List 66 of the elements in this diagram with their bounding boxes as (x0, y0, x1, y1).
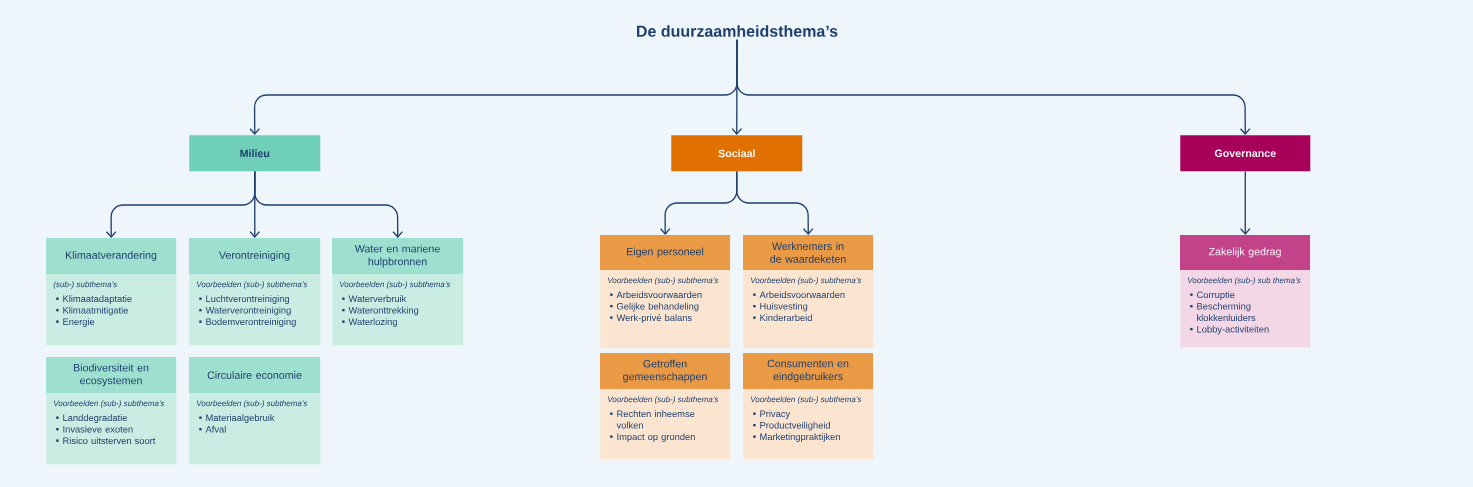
card-heading: Zakelijk gedrag (1180, 235, 1310, 270)
diagram-title: De duurzaamheidsthema’s (637, 25, 838, 37)
subtitle-text: Voorbeelden (sub-) subthema’s (53, 400, 165, 408)
list-item: Rechten inheemse volken (610, 410, 695, 429)
theme-card (743, 353, 874, 460)
list-item: Lobby-activiteiten (1190, 325, 1269, 335)
card-heading: Biodiversiteit en ecosystemen (46, 357, 176, 393)
theme-box: Governance (1180, 135, 1311, 172)
arrow (736, 39, 1251, 135)
theme-card (600, 235, 731, 349)
card-heading: Klimaatverandering (46, 238, 176, 274)
subtitle-text: Voorbeelden (sub-) subthema’s (339, 281, 451, 289)
subtitle-text: Voorbeelden (sub-) subthema’s (196, 281, 308, 289)
theme-card (332, 238, 464, 346)
arrow (1239, 170, 1251, 235)
list-item: Afval (199, 425, 226, 433)
list-item: Waterlozing (342, 318, 397, 327)
list-item: Energie (56, 318, 95, 327)
card-heading: Werknemers in de waardeketen (743, 235, 873, 270)
subtitle-text: Voorbeelden (sub-) subthema’s (750, 277, 862, 285)
list-item: Invasieve exoten (56, 425, 133, 433)
theme-card (189, 238, 321, 346)
subtitle-text: Voorbeelden (sub-) sub thema’s (1187, 277, 1301, 285)
list-item: Productveiligheid (753, 421, 830, 431)
theme-box: Milieu (189, 135, 321, 172)
theme-card (46, 357, 177, 465)
card-heading: Circulaire economie (189, 357, 320, 393)
card-heading: Verontreiniging (189, 238, 320, 274)
theme-card (600, 353, 731, 460)
list-item: Klimaatmitigatie (56, 306, 128, 316)
arrow (736, 170, 814, 235)
list-item: Klimaatadaptatie (56, 295, 132, 304)
list-item: Wateronttrekking (342, 306, 419, 316)
list-item: Arbeidsvoorwaarden (610, 291, 702, 299)
card-heading: Water en mariene hulpbronnen (332, 238, 463, 274)
theme-card (743, 235, 874, 349)
theme-card (46, 238, 177, 346)
subtitle-text: (sub-) subthema’s (53, 281, 117, 289)
list-item: Kinderarbeid (753, 314, 812, 322)
list-item: Impact op gronden (610, 433, 695, 442)
list-item: Waterverbruik (342, 295, 407, 303)
list-item: Luchtverontreiniging (199, 295, 289, 304)
list-item: Privacy (753, 410, 791, 419)
list-item: Marketingpraktijken (753, 433, 840, 442)
list-item: Werk-privé balans (610, 314, 692, 323)
list-item: Corruptie (1190, 291, 1235, 300)
arrow (254, 170, 404, 238)
subtitle-text: Voorbeelden (sub-) subthema’s (607, 396, 719, 404)
theme-box: Sociaal (671, 135, 803, 172)
card-heading: Getroffen gemeenschappen (600, 353, 730, 389)
theme-card (1180, 235, 1311, 348)
list-item: Bodemverontreiniging (199, 318, 296, 327)
list-item: Gelijke behandeling (610, 302, 699, 312)
subtitle-text: Voorbeelden (sub-) subthema’s (196, 400, 308, 408)
card-heading: Eigen personeel (600, 235, 730, 270)
subtitle-text: Voorbeelden (sub-) subthema’s (750, 396, 862, 404)
theme-card (189, 357, 321, 465)
list-item: Landdegradatie (56, 414, 127, 423)
subtitle-text: Voorbeelden (sub-) subthema’s (607, 277, 719, 285)
list-item: Risico uitsterven soort (56, 437, 156, 445)
list-item: Arbeidsvoorwaarden (753, 291, 845, 299)
card-heading: Consumenten en eindgebruikers (743, 353, 873, 389)
list-item: Waterverontreiniging (199, 306, 291, 316)
list-item: Materiaalgebruik (199, 414, 275, 423)
list-item: Bescherming klokkenluiders (1190, 302, 1256, 322)
list-item: Huisvesting (753, 302, 808, 312)
